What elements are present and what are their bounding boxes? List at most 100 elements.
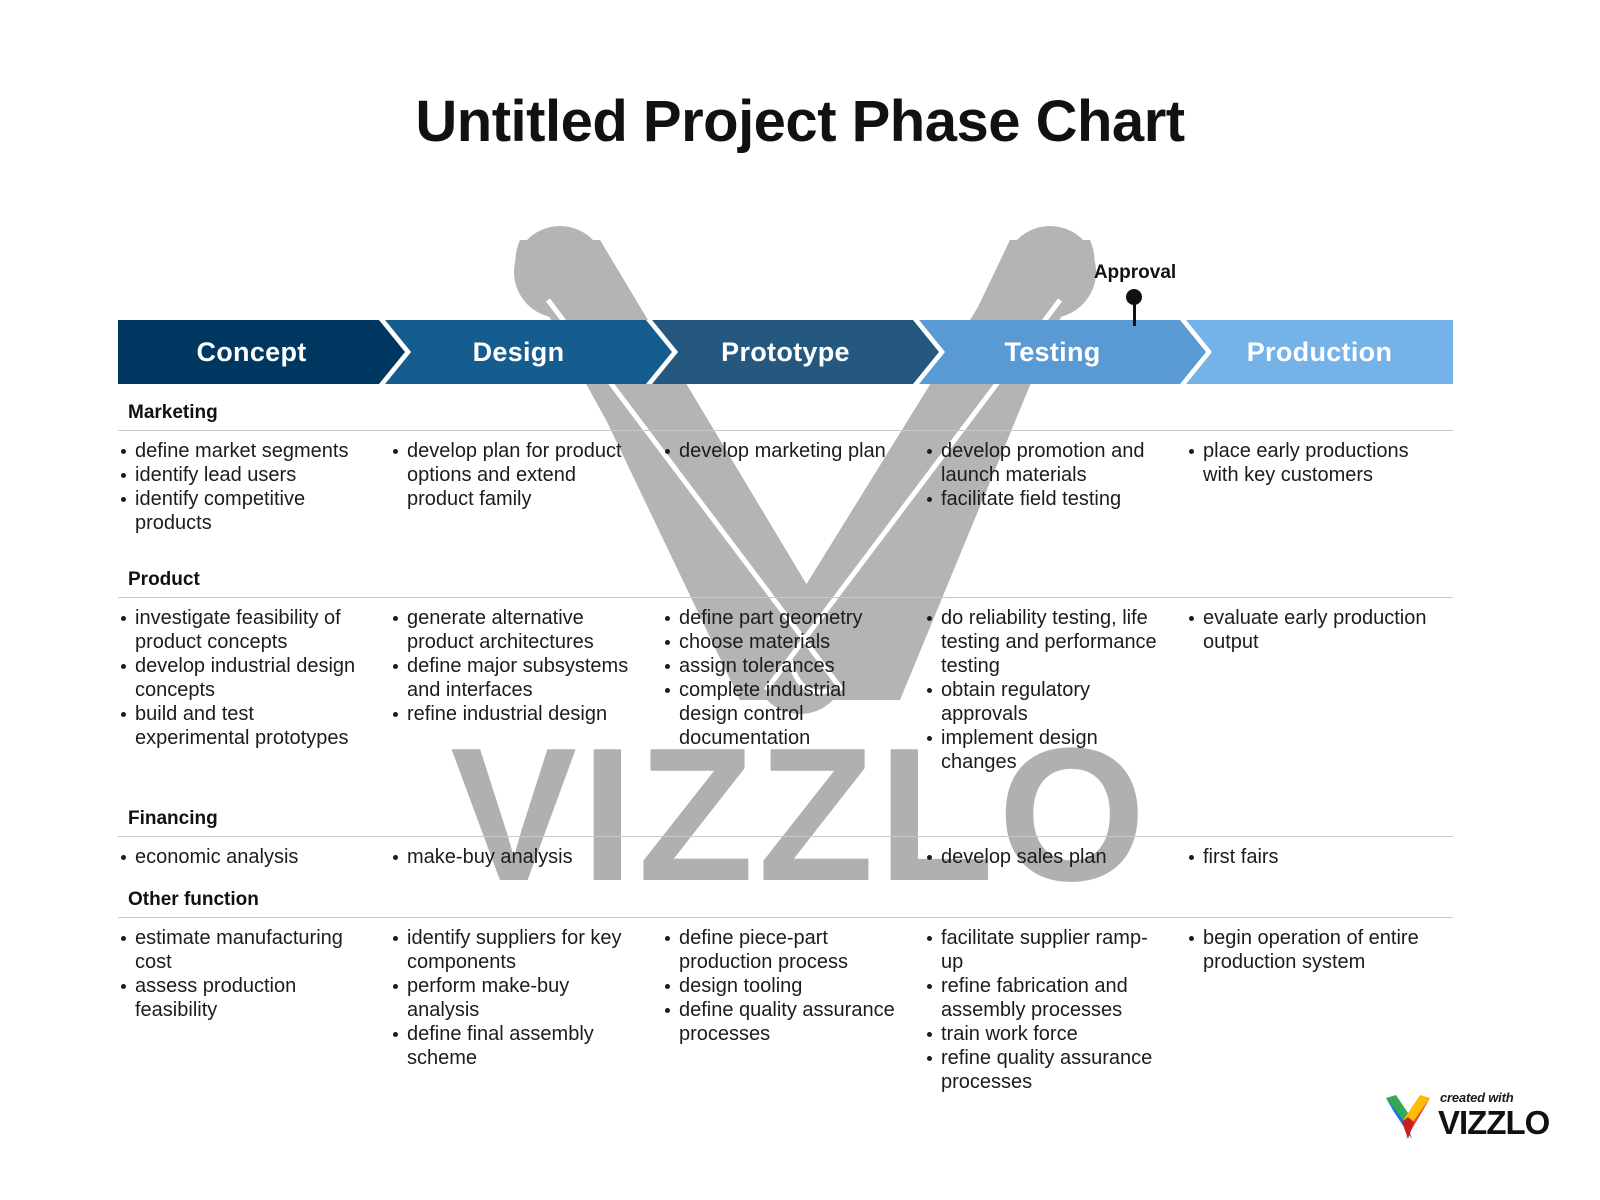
phase-chevron-gap (1180, 320, 1212, 384)
phase-label-prototype: Prototype (721, 337, 850, 367)
task-list: develop marketing plan (662, 439, 902, 463)
task-item[interactable]: begin operation of entire production sys… (1186, 926, 1431, 974)
task-item[interactable]: evaluate early production output (1186, 606, 1431, 654)
function-header-marketing: Marketing (128, 402, 218, 423)
phase-label-production: Production (1246, 337, 1393, 367)
task-item[interactable]: economic analysis (118, 845, 368, 869)
cell-product-concept: investigate feasibility of product conce… (118, 606, 390, 774)
cell-financing-production: first fairs (1186, 845, 1453, 869)
task-list: do reliability testing, life testing and… (924, 606, 1164, 774)
task-item[interactable]: make-buy analysis (390, 845, 640, 869)
task-list: make-buy analysis (390, 845, 640, 869)
task-item[interactable]: define final assembly scheme (390, 1022, 640, 1070)
task-item[interactable]: facilitate field testing (924, 487, 1164, 511)
row-spacer (118, 535, 1453, 565)
task-item[interactable]: refine industrial design (390, 702, 640, 726)
cell-financing-testing: develop sales plan (924, 845, 1186, 869)
task-list: begin operation of entire production sys… (1186, 926, 1431, 974)
table-row: economic analysis make-buy analysis develo… (118, 837, 1453, 869)
task-list: evaluate early production output (1186, 606, 1431, 654)
task-item[interactable]: investigate feasibility of product conce… (118, 606, 368, 654)
task-item[interactable]: estimate manufacturing cost (118, 926, 368, 974)
task-list: place early productions with key custome… (1186, 439, 1431, 487)
task-item[interactable]: develop promotion and launch materials (924, 439, 1164, 487)
task-item[interactable]: complete industrial design control docum… (662, 678, 902, 750)
vizzlo-wordmark: VIZZLO (1438, 1104, 1550, 1141)
cell-financing-concept: economic analysis (118, 845, 390, 869)
task-item[interactable]: do reliability testing, life testing and… (924, 606, 1164, 678)
vizzlo-mark-icon (1386, 1095, 1430, 1139)
task-item[interactable]: build and test experimental prototypes (118, 702, 368, 750)
task-item[interactable]: obtain regulatory approvals (924, 678, 1164, 726)
task-item[interactable]: develop industrial design concepts (118, 654, 368, 702)
cell-product-design: generate alternative product architectur… (390, 606, 662, 774)
task-list: develop plan for product options and ext… (390, 439, 640, 511)
task-item[interactable]: define quality assurance processes (662, 998, 902, 1046)
function-header-financing: Financing (128, 808, 218, 829)
task-item[interactable]: implement design changes (924, 726, 1164, 774)
task-item[interactable]: perform make-buy analysis (390, 974, 640, 1022)
phase-chevron-production[interactable] (1186, 320, 1453, 384)
cell-product-testing: do reliability testing, life testing and… (924, 606, 1186, 774)
page-title: Untitled Project Phase Chart (415, 89, 1185, 154)
task-list: generate alternative product architectur… (390, 606, 640, 726)
task-item[interactable]: assign tolerances (662, 654, 902, 678)
task-list: investigate feasibility of product conce… (118, 606, 368, 750)
task-list: economic analysis (118, 845, 368, 869)
task-item[interactable]: develop plan for product options and ext… (390, 439, 640, 511)
task-item[interactable]: define market segments (118, 439, 368, 463)
phase-chevron-gap (379, 320, 411, 384)
row-spacer (118, 774, 1453, 804)
cell-product-production: evaluate early production output (1186, 606, 1453, 774)
task-item[interactable]: facilitate supplier ramp-up (924, 926, 1164, 974)
function-header-product: Product (128, 569, 200, 590)
cell-marketing-design: develop plan for product options and ext… (390, 439, 662, 535)
task-item[interactable]: design tooling (662, 974, 902, 998)
milestone-dot-icon (1126, 289, 1142, 305)
phase-label-design: Design (472, 337, 565, 367)
task-item[interactable]: train work force (924, 1022, 1164, 1046)
task-item[interactable]: define major subsystems and interfaces (390, 654, 640, 702)
task-item[interactable]: place early productions with key custome… (1186, 439, 1431, 487)
task-item[interactable]: identify competitive products (118, 487, 368, 535)
phase-label-concept: Concept (196, 337, 307, 367)
task-item[interactable]: choose materials (662, 630, 902, 654)
table-row: investigate feasibility of product conce… (118, 598, 1453, 774)
milestone-label: Approval (1093, 262, 1177, 283)
task-item[interactable]: generate alternative product architectur… (390, 606, 640, 654)
phase-chevron-concept[interactable] (118, 320, 411, 384)
task-item[interactable]: identify suppliers for key components (390, 926, 640, 974)
task-item[interactable]: define part geometry (662, 606, 902, 630)
task-item[interactable]: develop sales plan (924, 845, 1164, 869)
cell-other-function-production: begin operation of entire production sys… (1186, 926, 1453, 1094)
task-item[interactable]: refine quality assurance processes (924, 1046, 1164, 1094)
task-item[interactable]: refine fabrication and assembly processe… (924, 974, 1164, 1022)
task-list: first fairs (1186, 845, 1431, 869)
task-item[interactable]: first fairs (1186, 845, 1431, 869)
task-item[interactable]: identify lead users (118, 463, 368, 487)
vizzlo-created-with-label: created with (1440, 1090, 1514, 1105)
cell-financing-prototype (662, 845, 924, 869)
cell-financing-design: make-buy analysis (390, 845, 662, 869)
row-divider (118, 836, 1453, 837)
task-item[interactable]: assess production feasibility (118, 974, 368, 1022)
vizzlo-footer-logo[interactable]: created with VIZZLO (1382, 1086, 1572, 1156)
function-header-other-function: Other function (128, 889, 259, 910)
row-divider (118, 917, 1453, 918)
task-item[interactable]: develop marketing plan (662, 439, 902, 463)
task-item[interactable]: define piece-part production process (662, 926, 902, 974)
milestone-stem (1133, 300, 1136, 326)
